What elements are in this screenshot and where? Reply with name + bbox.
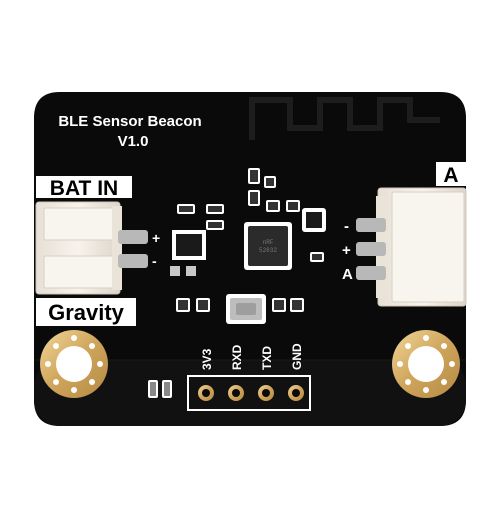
right-a-mark: A bbox=[342, 266, 353, 283]
right-plus-mark: + bbox=[342, 242, 351, 259]
transistor bbox=[302, 208, 326, 232]
left-plus-mark: + bbox=[152, 230, 160, 246]
svg-text:nRF: nRF bbox=[263, 239, 274, 246]
mounting-hole-icon bbox=[40, 330, 108, 398]
regulator-ic bbox=[170, 230, 206, 276]
bat-in-label: BAT IN bbox=[50, 177, 118, 200]
pin-label-3v3: 3V3 bbox=[200, 348, 214, 370]
small-components-left bbox=[177, 204, 224, 230]
mounting-hole-icon bbox=[392, 330, 460, 398]
solder-pads bbox=[148, 380, 172, 398]
small-components-top bbox=[248, 168, 300, 212]
pin-header bbox=[187, 375, 311, 411]
left-jst-connector bbox=[35, 201, 122, 295]
antenna-trace-icon bbox=[249, 97, 440, 140]
crystal-oscillator-icon bbox=[226, 294, 266, 324]
pin-label-txd: TXD bbox=[260, 346, 274, 370]
board-title: BLE Sensor Beacon bbox=[58, 113, 201, 130]
small-components-bottom bbox=[176, 252, 324, 312]
bat-in-label-bg bbox=[36, 176, 132, 198]
gravity-label-bg bbox=[36, 298, 136, 326]
ble-chip-icon: nRF 52832 bbox=[244, 222, 292, 270]
a-label: A bbox=[443, 164, 458, 187]
pin-label-rxd: RXD bbox=[230, 344, 244, 370]
left-minus-mark: - bbox=[152, 253, 157, 269]
right-minus-mark: - bbox=[344, 218, 349, 235]
a-label-bg bbox=[436, 162, 466, 186]
board-version: V1.0 bbox=[118, 133, 149, 150]
gravity-label: Gravity bbox=[48, 300, 125, 325]
right-jst-connector bbox=[376, 187, 467, 307]
pin-label-gnd: GND bbox=[290, 343, 304, 370]
svg-text:52832: 52832 bbox=[259, 247, 277, 254]
